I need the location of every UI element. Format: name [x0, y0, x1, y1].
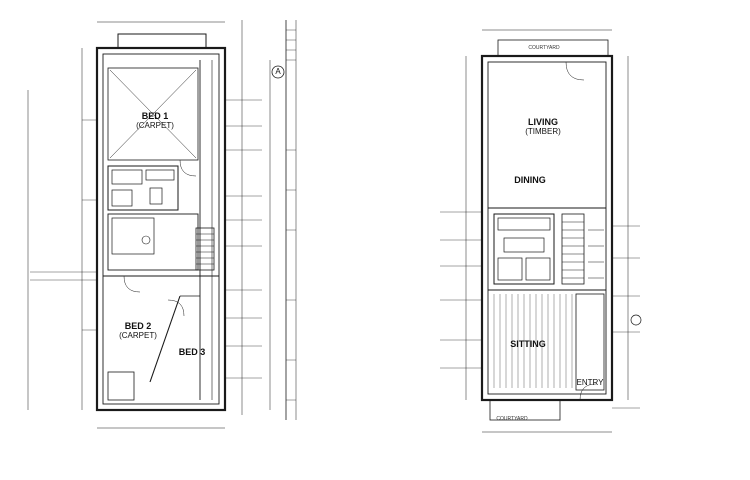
bed3-door-swing: [167, 299, 185, 317]
lower-floor-plan: [440, 29, 642, 433]
bed2-door-swing: [123, 275, 141, 293]
bottom-courtyard: [489, 399, 561, 421]
lower-inner-wall: [487, 61, 607, 395]
entry-area: [575, 293, 605, 391]
wc-fixture: [149, 187, 163, 205]
upper-hall: [107, 213, 199, 271]
room-label-living: LIVING: [527, 117, 559, 127]
upper-inner-wall: [102, 53, 220, 405]
entry-door-swing: [579, 383, 597, 401]
upper-annotation-leaders: [30, 99, 262, 379]
lower-outer-wall: [480, 54, 614, 402]
upper-stairs: [195, 227, 215, 271]
upper-hatch-column: [286, 29, 296, 401]
room-label-bed3: BED 3: [178, 347, 206, 357]
bed1-area: [107, 67, 199, 161]
kitchen-bench: [497, 217, 551, 231]
kitchen-island: [503, 237, 545, 253]
section-marker: [271, 65, 285, 79]
bed1-door-swing: [179, 159, 197, 177]
north-marker-label: A: [275, 67, 281, 76]
laundry-block: [497, 257, 523, 281]
bed3-angled-wall: [149, 295, 181, 383]
living-door-swing: [565, 61, 585, 81]
upper-floor-plan: [27, 20, 297, 429]
room-label-courtyard-bottom: COURTYARD: [496, 416, 528, 422]
ensuite-block: [107, 165, 179, 211]
vanity-fixture: [145, 169, 175, 181]
lower-section-marker: [630, 314, 642, 326]
sitting-floorboards: [493, 294, 573, 388]
room-label-dining: DINING: [514, 175, 546, 185]
top-courtyard: [497, 39, 609, 57]
bath-fixture: [111, 169, 143, 185]
room-sub-living: (TIMBER): [525, 127, 561, 136]
room-label-courtyard-top: COURTYARD: [528, 45, 560, 51]
pantry-block: [525, 257, 551, 281]
basin-fixture: [141, 235, 151, 245]
room-sub-bed2: (CARPET): [119, 331, 157, 340]
room-label-entry: ENTRY: [576, 378, 604, 387]
bed1-diagonal-b: [109, 69, 197, 159]
room-label-sitting: SITTING: [510, 339, 546, 349]
upper-bath: [111, 217, 155, 255]
room-label-bed1: BED 1: [141, 111, 169, 121]
room-label-bed2: BED 2: [124, 321, 152, 331]
lower-annotation-leaders: [440, 211, 640, 409]
kitchen-block: [493, 213, 555, 285]
upper-outer-wall: [95, 46, 227, 412]
shower-fixture: [111, 189, 133, 207]
lower-stairs: [561, 213, 604, 285]
room-sub-bed1: (CARPET): [136, 121, 174, 130]
upper-top-projection: [117, 33, 207, 49]
bed2-robe: [107, 371, 135, 401]
